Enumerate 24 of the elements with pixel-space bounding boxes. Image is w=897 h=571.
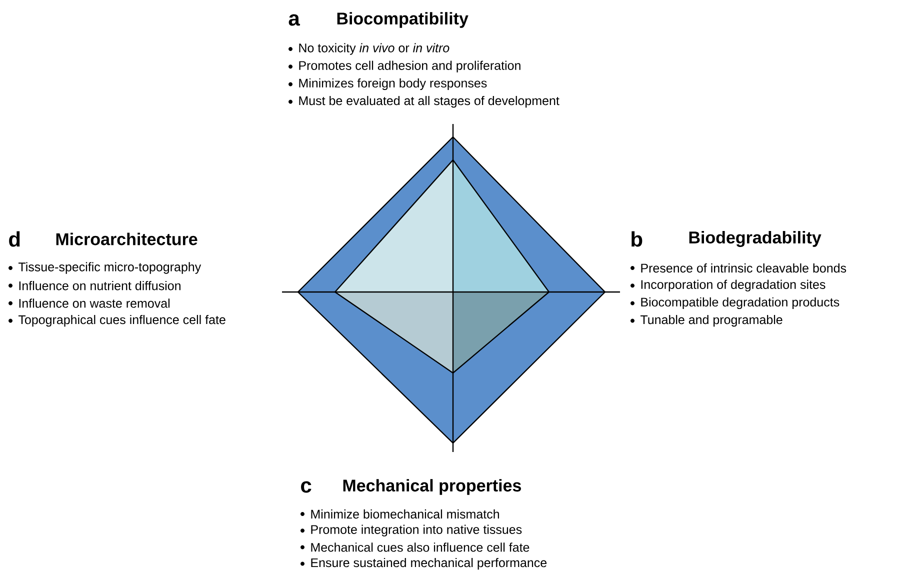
heading: Mechanical properties (343, 479, 521, 495)
bullet-item: Mechanical cues also influence cell fate (311, 542, 530, 552)
bullet-item: Topographical cues influence cell fate (18, 314, 226, 327)
bullet-item: Presence of intrinsic cleavable bonds (641, 263, 846, 273)
heading: Biodegradability (689, 231, 822, 247)
panel-letter: c (301, 481, 312, 493)
bullet-item: Minimizes foreign body responses (299, 78, 487, 90)
bullet-item: Tissue-specific micro-topography (18, 262, 202, 274)
panel-letter: d (9, 231, 20, 247)
bullet-item: No toxicity in vivo or in vitro (299, 43, 450, 55)
panel-letter: a (288, 14, 300, 26)
bullet-item: Influence on nutrient diffusion (19, 281, 180, 290)
bullet-item: Must be evaluated at all stages of development (299, 96, 560, 108)
heading: Microarchitecture (56, 232, 198, 246)
bullet-item: Promote integration into native tissues (311, 524, 522, 536)
bullet-item: Promotes cell adhesion and proliferation (299, 60, 520, 72)
bullet-item: Biocompatible degradation products (641, 297, 840, 310)
panel-letter: b (632, 231, 642, 247)
bullet-item: Ensure sustained mechanical performance (311, 558, 547, 570)
heading: Biocompatibility (337, 12, 468, 28)
bullet-item: Influence on waste removal (19, 298, 170, 308)
bullet-item: Minimize biomechanical mismatch (311, 509, 499, 519)
bullet-item: Incorporation of degradation sites (641, 280, 826, 292)
bullet-item: Tunable and programable (640, 314, 782, 327)
